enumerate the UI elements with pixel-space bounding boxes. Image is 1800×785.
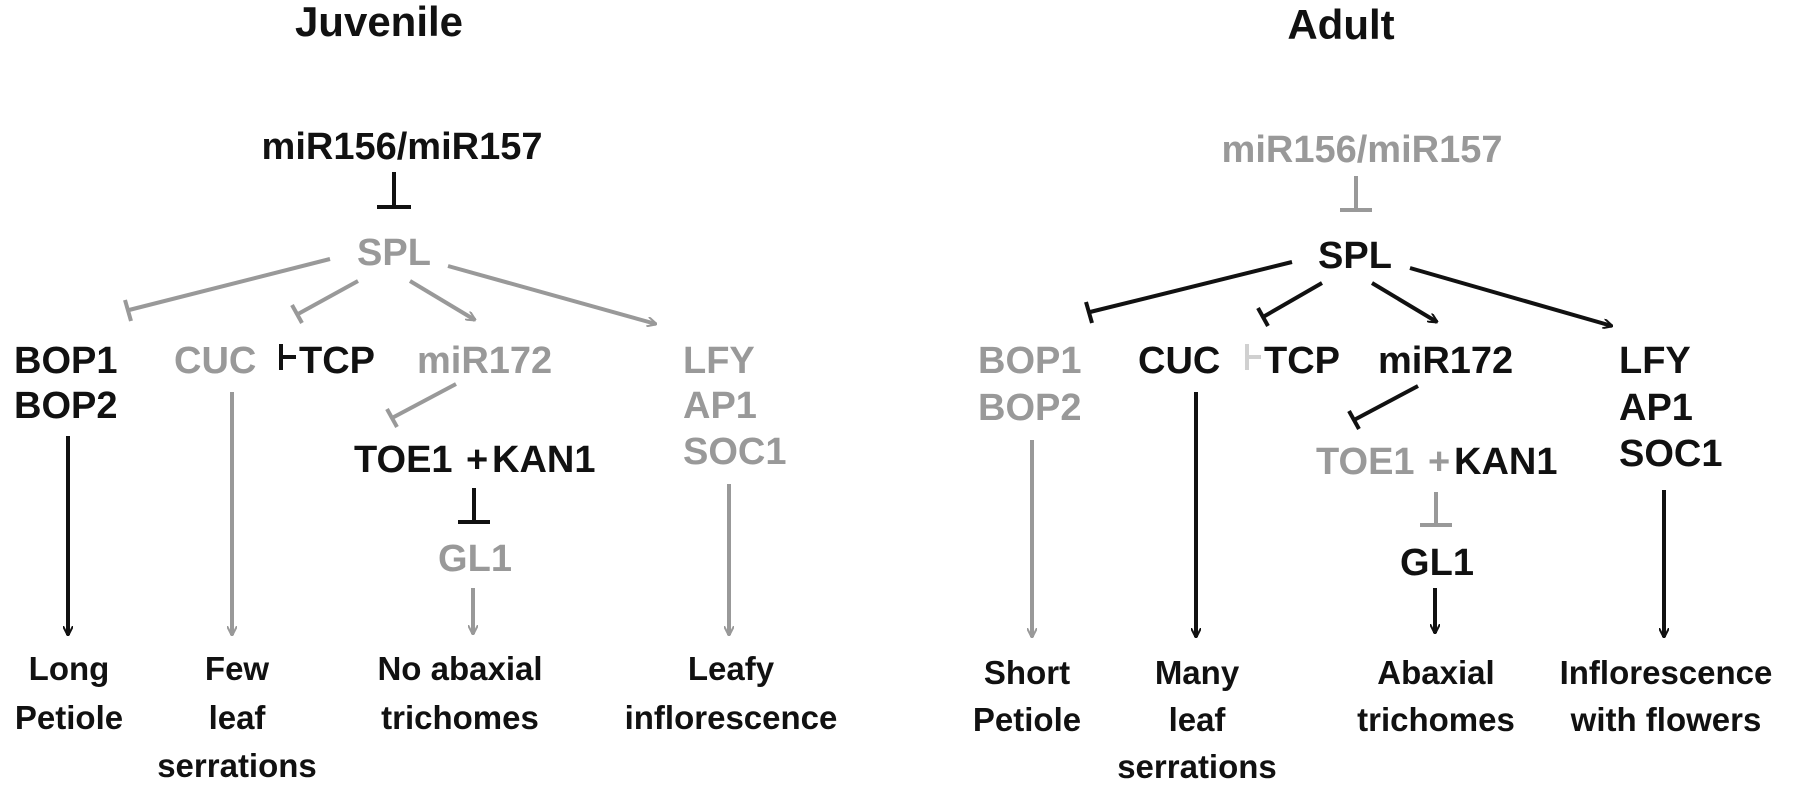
adult-bop2-label: BOP2 (978, 387, 1081, 429)
adult-tcp-cuc-inhibition (1245, 344, 1261, 370)
adult-kan1-label: KAN1 (1454, 441, 1557, 483)
adult-out-inflorescence-line-2: with flowers (1570, 701, 1762, 738)
juvenile-mir156-spl-inhibition (377, 172, 411, 209)
juvenile-kan1-label: KAN1 (492, 439, 595, 481)
juvenile-out-trichomes-line-1: No abaxial (377, 650, 542, 687)
adult-out-serrations-line-2: leaf (1169, 701, 1227, 738)
adult-spl-lfy-arrow (1409, 266, 1612, 326)
adult-spl-tcp-inhibition (1256, 281, 1323, 327)
juvenile-toe1-label: TOE1 (354, 439, 453, 481)
adult-spl-bop-inhibition (1084, 260, 1293, 324)
adult-out-inflorescence-line-1: Inflorescence (1560, 654, 1773, 691)
adult-toe1-gl1-inhibition (1420, 492, 1452, 527)
adult-plus-label: + (1428, 441, 1450, 483)
juvenile-out-petiole-line-2: Petiole (15, 699, 123, 736)
adult-out-petiole: Short Petiole (973, 654, 1081, 738)
juvenile-panel: Juvenile miR156/miR157 SPL BOP1 BOP2 CUC… (14, 0, 837, 784)
adult-soc1-label: SOC1 (1619, 433, 1722, 475)
juvenile-spl-tcp-inhibition (290, 279, 359, 324)
adult-mir172-label: miR172 (1378, 340, 1513, 382)
juvenile-out-serrations-line-3: serrations (157, 747, 317, 784)
adult-spl-mir172-arrow (1370, 281, 1437, 324)
adult-title: Adult (1287, 1, 1394, 48)
adult-mir156-spl-inhibition (1340, 176, 1372, 212)
juvenile-out-serrations-line-1: Few (205, 650, 270, 687)
adult-ap1-label: AP1 (1619, 387, 1693, 429)
juvenile-soc1-label: SOC1 (683, 431, 786, 473)
juvenile-plus-label: + (466, 439, 488, 481)
juvenile-tcp-cuc-inhibition (279, 344, 296, 370)
juvenile-out-serrations: Few leaf serrations (157, 650, 317, 784)
juvenile-mir156-label: miR156/miR157 (262, 126, 543, 168)
juvenile-spl-mir172-arrow (408, 279, 475, 322)
adult-out-serrations: Many leaf serrations (1117, 654, 1277, 785)
juvenile-bop2-label: BOP2 (14, 385, 117, 427)
adult-out-serrations-line-1: Many (1155, 654, 1240, 691)
juvenile-tcp-label: TCP (299, 340, 375, 382)
juvenile-out-trichomes-line-2: trichomes (381, 699, 539, 736)
adult-tcp-label: TCP (1264, 340, 1340, 382)
juvenile-toe1-gl1-inhibition (458, 488, 490, 524)
adult-out-serrations-line-3: serrations (1117, 748, 1277, 785)
adult-gl1-label: GL1 (1400, 542, 1474, 584)
adult-out-trichomes-line-1: Abaxial (1377, 654, 1494, 691)
adult-lfy-label: LFY (1619, 340, 1691, 382)
juvenile-out-inflorescence-line-2: inflorescence (625, 699, 838, 736)
adult-out-inflorescence: Inflorescence with flowers (1560, 654, 1773, 738)
juvenile-bop1-label: BOP1 (14, 340, 117, 382)
adult-bop1-label: BOP1 (978, 340, 1081, 382)
juvenile-out-petiole-line-1: Long (29, 650, 110, 687)
juvenile-title: Juvenile (295, 0, 463, 45)
juvenile-out-inflorescence-line-1: Leafy (688, 650, 775, 687)
adult-out-petiole-line-2: Petiole (973, 701, 1081, 738)
juvenile-spl-lfy-arrow (447, 264, 656, 324)
juvenile-out-trichomes: No abaxial trichomes (377, 650, 542, 736)
juvenile-spl-bop-inhibition (123, 257, 331, 322)
juvenile-out-inflorescence: Leafy inflorescence (625, 650, 838, 736)
adult-out-trichomes-line-2: trichomes (1357, 701, 1515, 738)
juvenile-out-serrations-line-2: leaf (209, 699, 267, 736)
juvenile-mir172-toe1-inhibition (385, 382, 457, 428)
adult-panel: Adult miR156/miR157 SPL BOP1 BOP2 CUC TC… (973, 1, 1772, 785)
juvenile-spl-label: SPL (357, 232, 431, 274)
juvenile-mir172-label: miR172 (417, 340, 552, 382)
adult-toe1-label: TOE1 (1316, 441, 1415, 483)
adult-spl-label: SPL (1318, 235, 1392, 277)
adult-out-petiole-line-1: Short (984, 654, 1070, 691)
adult-mir172-toe1-inhibition (1347, 384, 1419, 430)
juvenile-lfy-label: LFY (683, 340, 755, 382)
juvenile-ap1-label: AP1 (683, 385, 757, 427)
juvenile-out-petiole: Long Petiole (15, 650, 123, 736)
adult-cuc-label: CUC (1138, 340, 1220, 382)
juvenile-gl1-label: GL1 (438, 538, 512, 580)
adult-out-trichomes: Abaxial trichomes (1357, 654, 1515, 738)
juvenile-cuc-label: CUC (174, 340, 256, 382)
adult-mir156-label: miR156/miR157 (1222, 129, 1503, 171)
